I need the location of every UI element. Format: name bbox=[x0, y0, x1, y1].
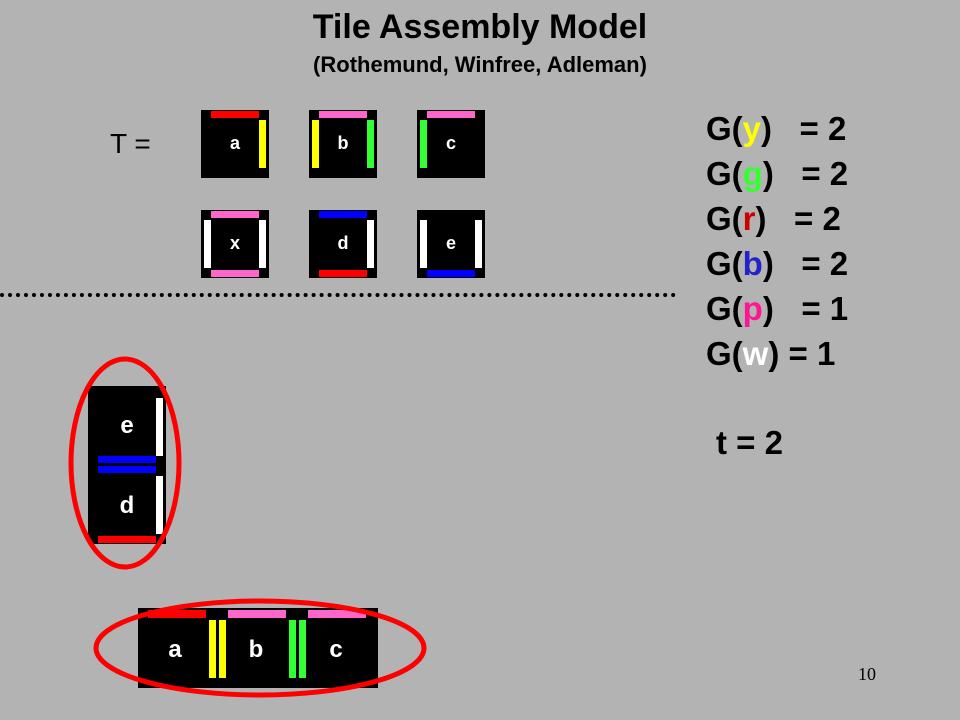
glue-east-yellow bbox=[259, 120, 266, 168]
tile-label: d bbox=[337, 233, 349, 253]
slide-title: Tile Assembly Model bbox=[312, 8, 648, 46]
temperature-value: t = 2 bbox=[716, 424, 783, 461]
glue-west-yellow bbox=[312, 120, 319, 168]
glue-east-white bbox=[475, 220, 482, 268]
glue-west-white bbox=[204, 220, 211, 268]
glue-white bbox=[156, 476, 163, 534]
glue-north-pink bbox=[319, 111, 367, 118]
glue-south-pink bbox=[211, 270, 259, 277]
glue-south-red bbox=[319, 270, 367, 277]
glue-red bbox=[98, 536, 156, 543]
glue-north-pink bbox=[427, 111, 475, 118]
divider-dotted-line bbox=[0, 293, 676, 297]
glue-row: G(g) = 2 bbox=[706, 155, 849, 192]
tile-label-a: a bbox=[168, 636, 182, 663]
tile-label-b: b bbox=[248, 636, 264, 663]
glue-symbol: w bbox=[742, 335, 769, 372]
glue-blue bbox=[98, 466, 156, 473]
glue-west-white bbox=[420, 220, 427, 268]
tile-c: c bbox=[417, 110, 485, 178]
glue-row: G(w) = 1 bbox=[706, 335, 836, 372]
tile-label-d: d bbox=[119, 492, 135, 519]
glue-north-red bbox=[211, 111, 259, 118]
assembly-tiles bbox=[88, 386, 166, 544]
tile-d: d bbox=[309, 210, 377, 278]
glue-red bbox=[148, 610, 206, 618]
glue-east-green bbox=[367, 120, 374, 168]
glue-row: G(r) = 2 bbox=[706, 200, 841, 237]
glue-row: G(b) = 2 bbox=[706, 245, 849, 282]
glue-white bbox=[156, 398, 163, 456]
tile-a: a bbox=[201, 110, 269, 178]
tile-label: c bbox=[445, 133, 456, 153]
glue-north-pink bbox=[211, 211, 259, 218]
tile-label-e: e bbox=[120, 412, 134, 439]
glue-west-green bbox=[420, 120, 427, 168]
glue-east-white bbox=[259, 220, 266, 268]
glue-yellow bbox=[219, 620, 226, 678]
glue-north-blue bbox=[319, 211, 367, 218]
glue-row: G(y) = 2 bbox=[706, 110, 847, 147]
tile-b: b bbox=[309, 110, 377, 178]
glue-yellow bbox=[209, 620, 216, 678]
glue-green bbox=[289, 620, 296, 678]
glue-row: G(p) = 1 bbox=[706, 290, 849, 327]
glue-east-white bbox=[367, 220, 374, 268]
tile-e: e bbox=[417, 210, 485, 278]
glue-symbol: b bbox=[742, 245, 763, 282]
glue-symbol: g bbox=[742, 155, 763, 192]
glue-pink bbox=[228, 610, 286, 618]
glue-pink bbox=[308, 610, 366, 618]
glue-south-blue bbox=[427, 270, 475, 277]
glue-symbol: r bbox=[742, 200, 756, 237]
tile-x: x bbox=[201, 210, 269, 278]
tile-label-c: c bbox=[329, 636, 343, 663]
slide-subtitle: (Rothemund, Winfree, Adleman) bbox=[313, 52, 647, 77]
glue-blue bbox=[98, 456, 156, 463]
glue-symbol: y bbox=[742, 110, 762, 147]
tile-label: e bbox=[445, 233, 456, 253]
slide-number: 10 bbox=[858, 664, 876, 684]
tile-label: a bbox=[229, 133, 240, 153]
glue-green bbox=[299, 620, 306, 678]
tileset-label: T = bbox=[110, 128, 151, 159]
glue-symbol: p bbox=[742, 290, 763, 327]
tile-label: b bbox=[337, 133, 349, 153]
tile-label: x bbox=[229, 233, 240, 253]
